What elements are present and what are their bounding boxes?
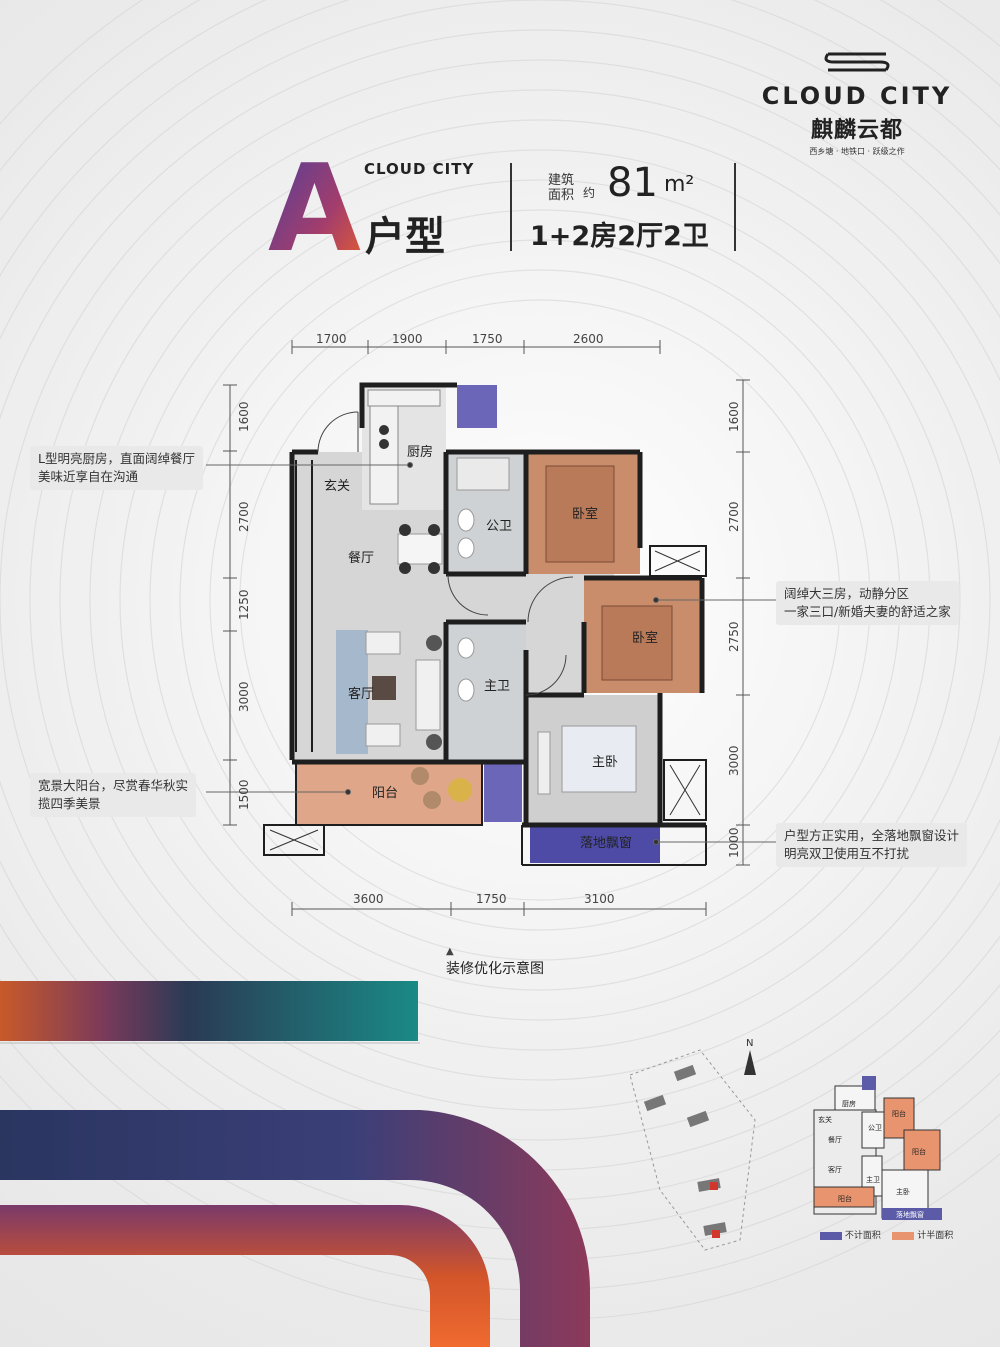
caption: 装修优化示意图 — [446, 961, 544, 977]
decorative-stripes — [0, 981, 591, 1347]
site-highlight-1 — [710, 1182, 718, 1190]
callout-kitchen-line1: L型明亮厨房，直面阔绰餐厅 — [38, 451, 195, 466]
area-label: 建筑 面积 — [548, 173, 574, 203]
dimension-texts: 1700 1900 1750 2600 3600 1750 3100 1600 … — [237, 332, 741, 906]
callout-bedrooms-line2: 一家三口/新婚夫妻的舒适之家 — [784, 604, 951, 619]
dim-right-3: 2750 — [727, 621, 741, 652]
site-building-2 — [643, 1094, 667, 1112]
dim-bottom-2: 1750 — [476, 892, 507, 906]
room-entry: 玄关 — [324, 479, 350, 494]
callout-balcony-line1: 宽景大阳台，尽赏春华秋实 — [38, 778, 189, 793]
brand-slogan: 西乡塘 · 地铁口 · 跃级之作 — [809, 147, 905, 156]
site-building-3 — [686, 1110, 710, 1128]
unit-letter-graphic: A — [268, 150, 361, 255]
key-plan: 厨房 玄关 公卫 阳台 餐厅 阳台 客厅 主卫 主卧 阳台 落地飘窗 — [813, 1076, 942, 1220]
callout-bay: 户型方正实用，全落地飘窗设计 明亮双卫使用互不打扰 — [776, 823, 968, 867]
callout-balcony-line2: 揽四季美景 — [38, 796, 101, 811]
callout-balcony: 宽景大阳台，尽赏春华秋实 揽四季美景 — [30, 773, 197, 817]
area-box — [510, 163, 736, 251]
small-logo: CLOUD CITY — [364, 160, 475, 178]
dim-top-4: 2600 — [573, 332, 604, 346]
dim-bottom-3: 3100 — [584, 892, 615, 906]
area-label-line1: 建筑 — [548, 173, 575, 188]
dim-top-3: 1750 — [472, 332, 503, 346]
area-label-line2: 面积 — [548, 188, 575, 203]
legend-swatch-excluded — [820, 1231, 842, 1240]
area-value: 81 — [607, 160, 658, 206]
dimension-lines — [223, 340, 750, 916]
room-balcony: 阳台 — [372, 786, 398, 801]
dim-left-4: 3000 — [237, 681, 251, 712]
dim-right-5: 1000 — [727, 827, 741, 858]
dim-top-2: 1900 — [392, 332, 423, 346]
callout-bay-line1: 户型方正实用，全落地飘窗设计 — [784, 828, 960, 843]
callout-bay-line2: 明亮双卫使用互不打扰 — [784, 846, 910, 861]
dim-left-3: 1250 — [237, 589, 251, 620]
dim-right-4: 3000 — [727, 745, 741, 776]
room-public-bath: 公卫 — [486, 519, 512, 534]
site-highlight-2 — [712, 1230, 720, 1238]
callout-bedrooms-line1: 阔绰大三房，动静分区 — [784, 586, 910, 601]
key-kitchen: 厨房 — [842, 1099, 856, 1108]
key-bay: 落地飘窗 — [896, 1210, 924, 1219]
key-entry: 玄关 — [818, 1115, 832, 1124]
cloud-logo-icon — [824, 52, 890, 72]
room-master-bed: 主卧 — [592, 755, 618, 770]
key-legend: 不计面积 计半面积 — [820, 1228, 953, 1241]
thin-walls — [263, 460, 707, 866]
north-label: N — [746, 1038, 753, 1049]
key-public-bath: 公卫 — [868, 1124, 882, 1132]
key-balcony1: 阳台 — [892, 1109, 906, 1118]
unit-suffix: 户型 — [365, 214, 445, 260]
legend-swatch-half — [892, 1231, 915, 1240]
site-plan: N — [629, 1038, 756, 1251]
dim-bottom-1: 3600 — [353, 892, 384, 906]
brand-logo: CLOUD CITY 麒麟云都 西乡塘 · 地铁口 · 跃级之作 — [752, 48, 962, 157]
callout-kitchen-line2: 美味近享自在沟通 — [38, 469, 139, 484]
site-building-1 — [673, 1064, 697, 1082]
callout-leaders — [206, 462, 776, 845]
key-master-bed: 主卧 — [896, 1187, 910, 1196]
living-rug — [336, 630, 368, 754]
dim-left-5: 1500 — [237, 779, 251, 810]
key-balcony2: 阳台 — [912, 1147, 926, 1156]
caption-arrow-icon: ▲ — [446, 946, 454, 957]
room-master-bath: 主卫 — [484, 679, 510, 694]
brand-logo-text: CLOUD CITY — [761, 82, 953, 110]
north-arrow-icon — [744, 1050, 756, 1075]
key-dining: 餐厅 — [828, 1135, 842, 1144]
key-master-bath: 主卫 — [866, 1175, 880, 1184]
room-dining: 餐厅 — [348, 550, 374, 566]
room-bedroom1: 卧室 — [572, 506, 598, 522]
legend-half: 计半面积 — [917, 1231, 954, 1241]
room-kitchen: 厨房 — [407, 444, 433, 460]
doors — [317, 411, 574, 696]
legend-excluded: 不计面积 — [844, 1231, 881, 1241]
area-unit: m² — [664, 172, 695, 197]
dim-top-1: 1700 — [316, 332, 347, 346]
room-labels: 厨房 玄关 餐厅 公卫 卧室 卧室 客厅 主卫 主卧 阳台 落地飘窗 — [324, 444, 658, 851]
key-living: 客厅 — [828, 1165, 842, 1174]
callout-bedrooms: 阔绰大三房，动静分区 一家三口/新婚夫妻的舒适之家 — [776, 581, 959, 625]
room-living: 客厅 — [348, 686, 374, 702]
key-balcony3: 阳台 — [838, 1194, 852, 1203]
room-bedroom2: 卧室 — [632, 630, 658, 646]
dim-left-2: 2700 — [237, 501, 251, 532]
dim-right-2: 2700 — [727, 501, 741, 532]
brand-chinese-name: 麒麟云都 — [810, 118, 903, 143]
layout-text: 1+2房2厅2卫 — [530, 221, 709, 252]
callout-kitchen: L型明亮厨房，直面阔绰餐厅 美味近享自在沟通 — [30, 446, 203, 490]
furniture — [269, 389, 701, 851]
dim-left-1: 1600 — [237, 401, 251, 432]
area-approx: 约 — [583, 186, 596, 200]
bay-window-floor — [530, 825, 660, 863]
room-bay-window: 落地飘窗 — [580, 835, 632, 851]
dim-right-1: 1600 — [727, 401, 741, 432]
unit-letter: A — [268, 150, 361, 255]
site-building-5 — [703, 1222, 727, 1236]
